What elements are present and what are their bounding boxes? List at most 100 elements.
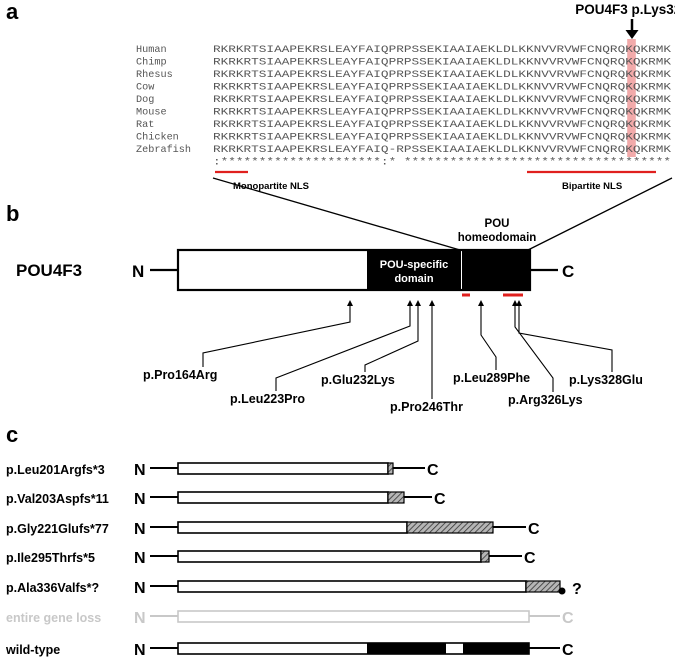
species-name: Dog	[136, 95, 154, 106]
pou-homeodomain	[462, 250, 530, 290]
variant-n-label: N	[134, 521, 146, 538]
mutation-pointer	[202, 305, 351, 367]
frameshift-region	[387, 462, 394, 475]
arrowhead-icon	[429, 300, 435, 306]
zoom-line-left	[212, 177, 461, 251]
conserved-lysine-highlight	[627, 39, 636, 157]
variant-label: p.Ala336Valfs*?	[6, 581, 99, 595]
species-name: Rhesus	[136, 69, 173, 81]
mutation-label: p.Pro164Arg	[143, 368, 217, 382]
arrowhead-icon	[415, 300, 421, 306]
aligned-sequence: RKRKRTSIAAPEKRSLEAYFAIQPRPSSEKIAAIAEKLDL…	[213, 45, 672, 56]
wild-type-homeodomain	[463, 643, 529, 654]
species-name: Cow	[136, 83, 155, 94]
mutation-label: p.Glu232Lys	[321, 373, 395, 387]
frameshift-region	[406, 521, 494, 534]
bipartite-nls-label: Bipartite NLS	[562, 181, 622, 192]
variant-label: p.Ile295Thrfs*5	[6, 551, 95, 565]
n-terminus-label: N	[132, 262, 144, 281]
c-terminus-label: C	[562, 262, 574, 281]
arrowhead-icon	[407, 300, 413, 306]
panel-label-c: c	[6, 422, 18, 447]
aligned-sequence: RKRKRTSIAAPEKRSLEAYFAIQPRPSSEKIAAIAEKLDL…	[213, 120, 672, 131]
variant-c-label: C	[528, 521, 540, 538]
variant-c-label: C	[524, 550, 536, 567]
mutation-pointer	[275, 305, 411, 391]
species-list: Human Chimp Rhesus Cow Dog Mouse Rat Chi…	[136, 45, 191, 156]
unknown-end-dot-icon	[558, 587, 566, 595]
arrowhead-icon	[347, 300, 353, 306]
variant-label: p.Leu201Argfs*3	[6, 463, 105, 477]
species-name: Zebrafish	[136, 144, 191, 156]
aligned-sequence: RKRKRTSIAAPEKRSLEAYFAIQPRPSSEKIAAIAEKLDL…	[213, 133, 672, 144]
species-name: Chimp	[136, 57, 167, 69]
variant-n-label: N	[134, 610, 146, 627]
variant-c-label: C	[562, 610, 574, 627]
variant-n-label: N	[134, 491, 146, 508]
variant-protein-bar	[177, 610, 530, 623]
pou-specific-domain-label: POU-specific	[380, 259, 448, 271]
variant-n-label: N	[134, 580, 146, 597]
mutation-pointer	[518, 305, 613, 372]
arrowhead-icon	[478, 300, 484, 306]
variant-protein-bar	[177, 521, 408, 534]
variant-protein-bar	[177, 491, 389, 504]
species-name: Human	[136, 45, 167, 56]
mutation-label: p.Pro246Thr	[390, 400, 463, 414]
unknown-end-label: ?	[572, 581, 582, 598]
protein-name: POU4F3	[16, 261, 82, 280]
species-name: Chicken	[136, 132, 179, 144]
mutation-label: p.Arg326Lys	[508, 393, 583, 407]
mutation-pointer	[364, 305, 419, 372]
variant-label: entire gene loss	[6, 611, 101, 625]
aligned-sequence: RKRKRTSIAAPEKRSLEAYFAIQPRPSSEKIAAIAEKLDL…	[213, 83, 672, 94]
mutation-label: p.Leu223Pro	[230, 392, 305, 406]
highlight-arrow-icon	[625, 30, 639, 39]
variant-n-label: N	[134, 462, 146, 479]
variant-label: p.Val203Aspfs*11	[6, 492, 109, 506]
variant-row: entire gene loss N C	[6, 610, 574, 627]
aligned-sequence: RKRKRTSIAAPEKRSLEAYFAIQPRPSSEKIAAIAEKLDL…	[213, 108, 672, 119]
aligned-sequence: RKRKRTSIAAPEKRSLEAYFAIQPRPSSEKIAAIAEKLDL…	[213, 95, 672, 106]
species-name: Mouse	[136, 108, 167, 119]
variant-row: p.Ile295Thrfs*5 N C	[6, 550, 536, 567]
variant-c-label: C	[434, 491, 446, 508]
conservation-line: :*********************:* ***************…	[213, 157, 671, 169]
variant-row: p.Leu201Argfs*3 N C	[6, 462, 439, 479]
monopartite-nls-label: Monopartite NLS	[233, 181, 309, 192]
variant-protein-bar	[177, 580, 527, 593]
variant-n-label: N	[134, 642, 146, 659]
mutation-pointer	[514, 305, 554, 392]
variant-protein-bar	[177, 462, 389, 475]
homeodomain-label: homeodomain	[458, 232, 537, 244]
variant-label: p.Gly221Glufs*77	[6, 522, 109, 536]
variant-protein-bar	[177, 550, 482, 563]
pou-specific-domain	[367, 250, 461, 290]
pou-specific-domain-label: domain	[394, 273, 433, 285]
arrowhead-icon	[512, 300, 518, 306]
mutation-arrowheads	[347, 300, 522, 306]
zoom-line-right	[527, 177, 673, 251]
frameshift-region	[480, 550, 490, 563]
mutation-label: p.Leu289Phe	[453, 371, 530, 385]
mutation-label: p.Lys328Glu	[569, 373, 643, 387]
arrowhead-icon	[516, 300, 522, 306]
variant-label: wild-type	[5, 643, 60, 657]
mutation-pointers	[202, 305, 613, 399]
variant-row: p.Gly221Glufs*77 N C	[6, 521, 540, 538]
variant-c-label: C	[427, 462, 439, 479]
variant-row: p.Ala336Valfs*? N ?	[6, 580, 582, 598]
sequence-alignment: RKRKRTSIAAPEKRSLEAYFAIQPRPSSEKIAAIAEKLDL…	[213, 45, 672, 169]
variant-row: p.Val203Aspfs*11 N C	[6, 491, 446, 508]
panel-label-a: a	[6, 0, 19, 24]
mutation-labels: p.Pro164Arg p.Leu223Pro p.Glu232Lys p.Pr…	[143, 368, 643, 414]
mutation-pointer	[480, 305, 497, 370]
aligned-sequence: RKRKRTSIAAPEKRSLEAYFAIQ-RPSSEKIAAIAEKLDL…	[213, 145, 672, 156]
frameshift-region	[387, 491, 405, 504]
variant-row: wild-type N C	[5, 642, 574, 659]
aligned-sequence: RKRKRTSIAAPEKRSLEAYFAIQPRPSSEKIAAIAEKLDL…	[213, 70, 672, 81]
species-name: Rat	[136, 120, 154, 131]
frameshift-region	[525, 580, 561, 593]
aligned-sequence: RKRKRTSIAAPEKRSLEAYFAIQPRPSSEKIAAIAEKLDL…	[213, 58, 672, 69]
